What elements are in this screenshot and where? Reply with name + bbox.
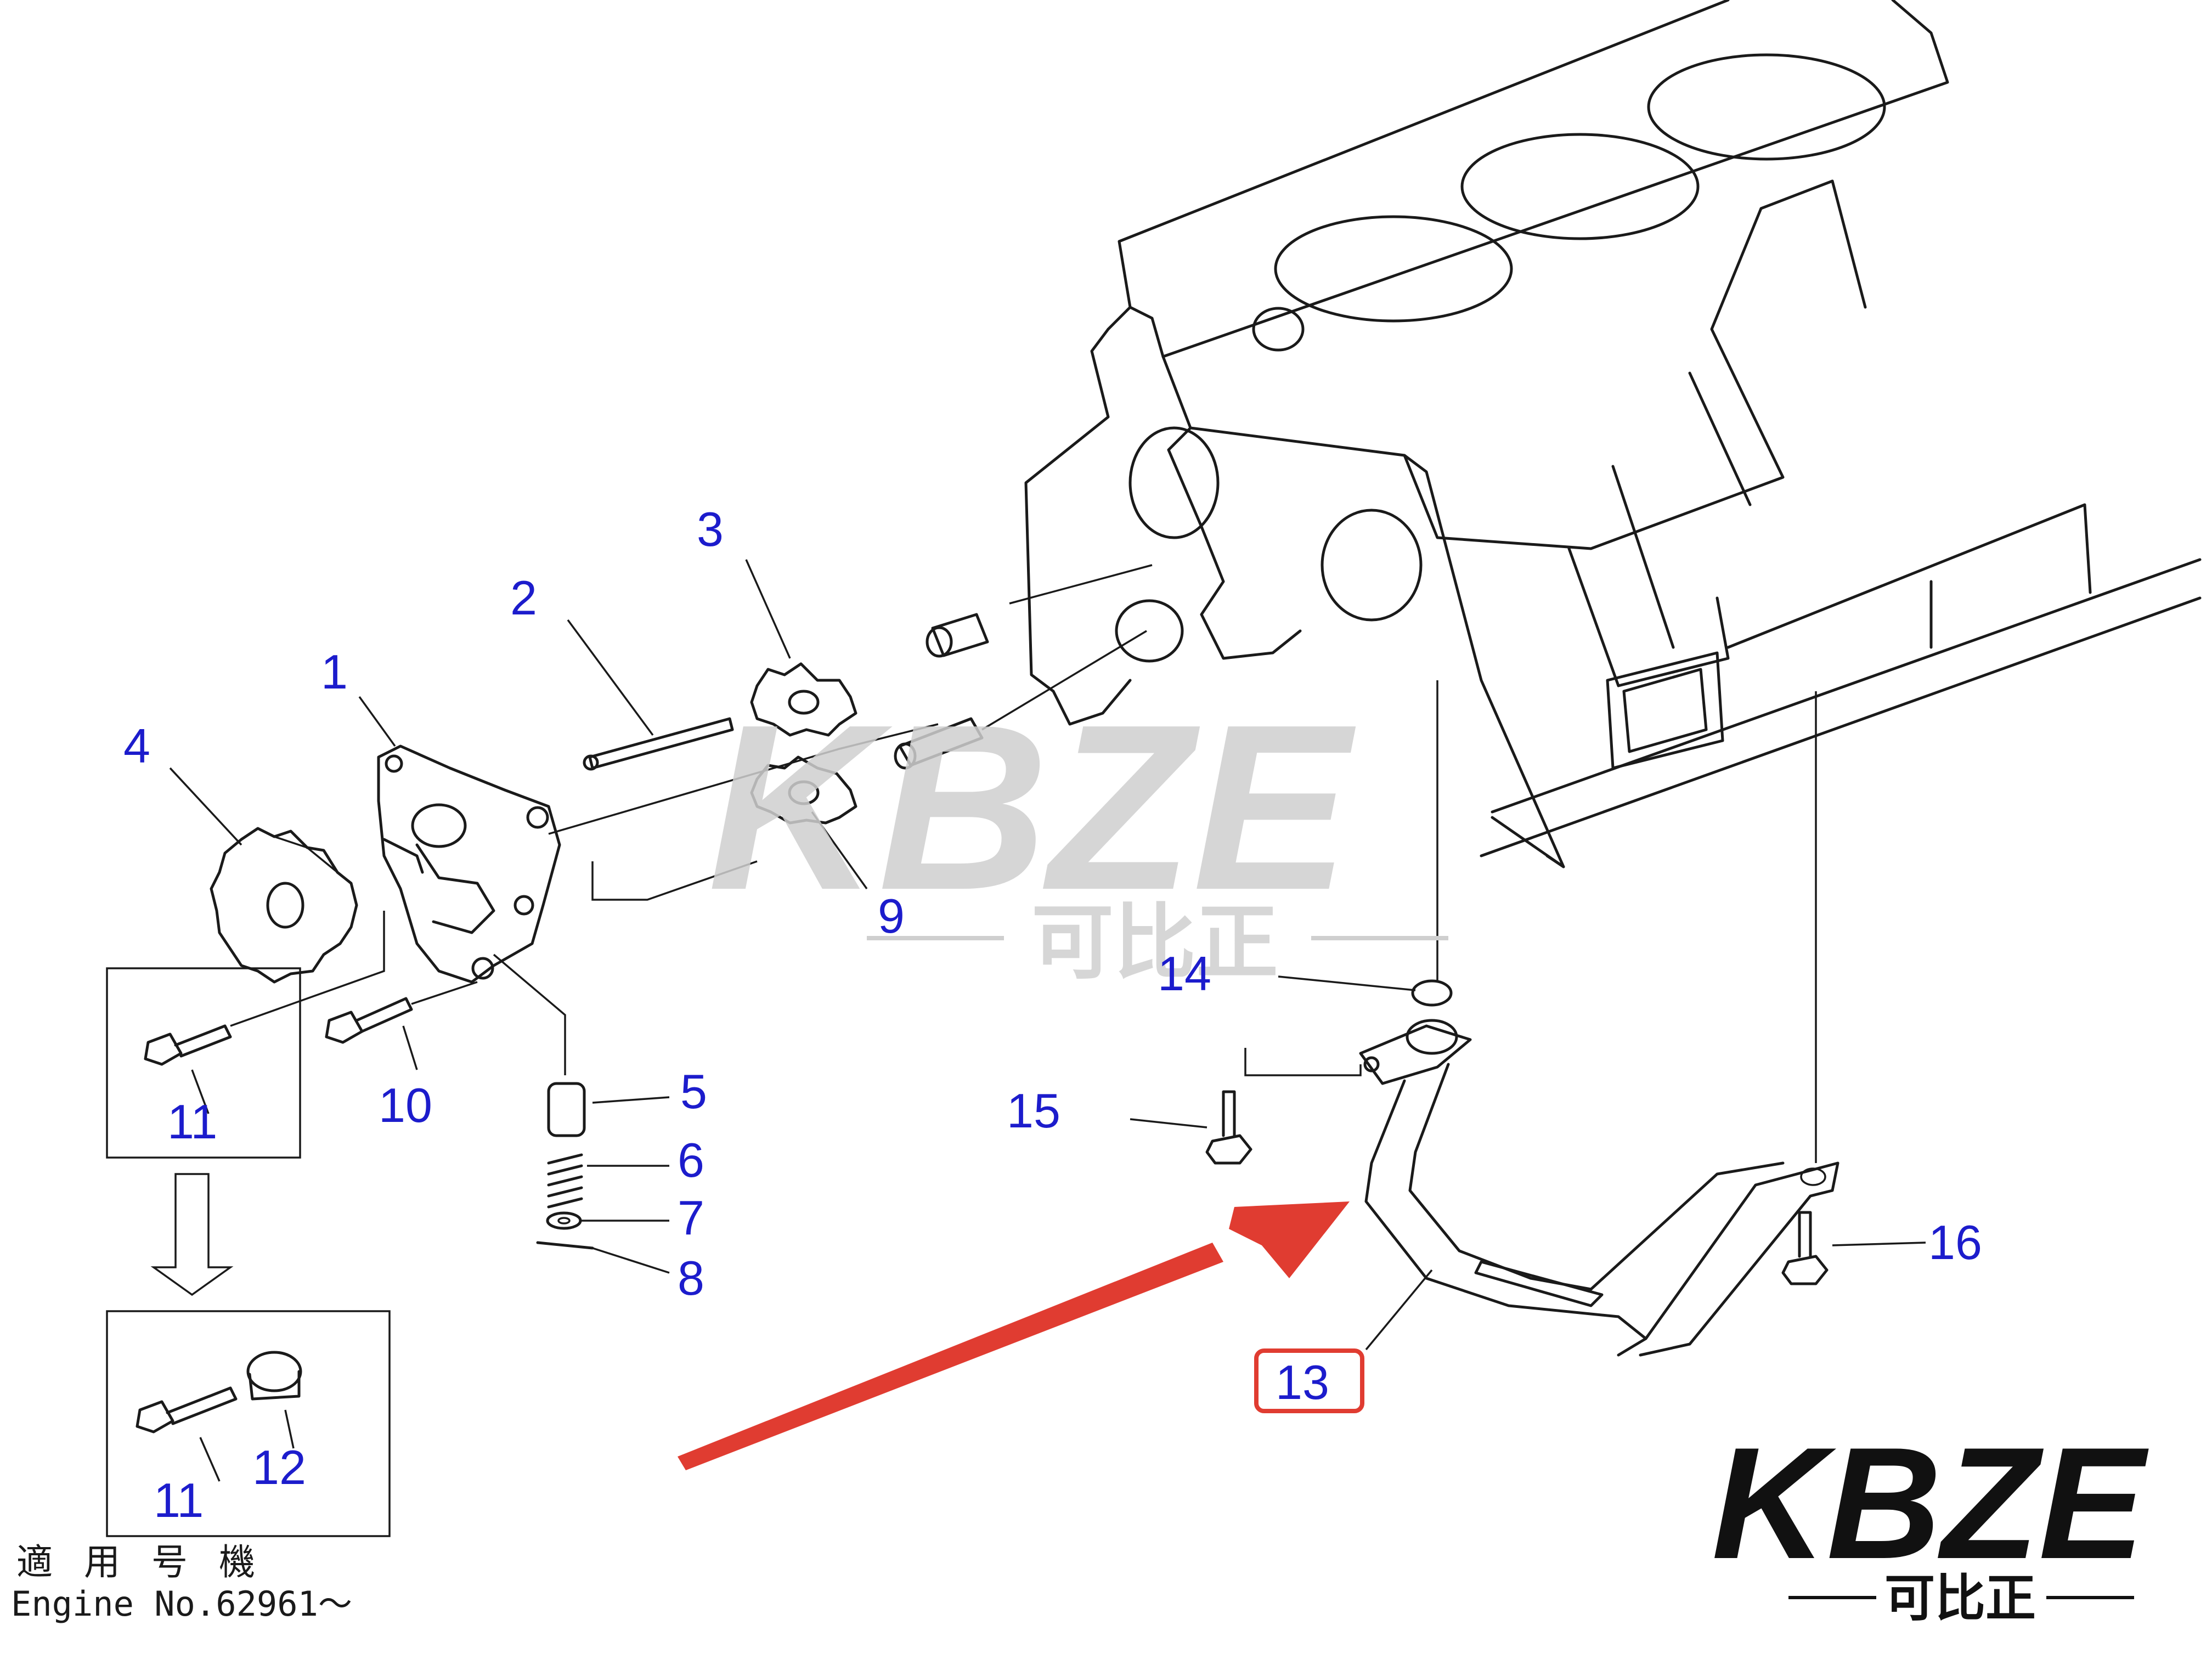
- inner-rotor: [750, 662, 857, 737]
- oil-pump-body: [377, 744, 561, 984]
- part-label-7: 7: [678, 1190, 704, 1245]
- watermark: KBZE 可比正: [708, 676, 1448, 991]
- block-bushing: [548, 564, 1153, 901]
- part-label-6: 6: [678, 1133, 704, 1187]
- part-label-5: 5: [680, 1064, 707, 1119]
- logo-text: KBZE: [1712, 1414, 2151, 1592]
- drive-gear: [210, 827, 358, 984]
- part-label-2: 2: [510, 571, 537, 625]
- part-label-10: 10: [379, 1078, 432, 1132]
- strainer-pipe: [1244, 680, 1839, 1357]
- part-label-13: 13: [1276, 1355, 1329, 1409]
- part-label-12: 12: [252, 1440, 306, 1494]
- part-label-11-top: 11: [167, 1094, 217, 1149]
- highlight-arrow: [678, 1201, 1350, 1470]
- part-labels: 1 2 3 4 5 6 7 8 9 10 11 11 12 13 14 15 1…: [123, 502, 1982, 1527]
- part-label-14: 14: [1158, 946, 1211, 1001]
- part-label-1: 1: [321, 645, 348, 699]
- part-label-4: 4: [123, 719, 150, 773]
- highlight-box-13: [1254, 1348, 1364, 1413]
- strainer-bolts: [1205, 1090, 1829, 1285]
- part-label-15: 15: [1007, 1084, 1060, 1138]
- pump-bolts: [144, 911, 478, 1066]
- pump-shaft: [583, 717, 734, 771]
- engine-block: [1024, 0, 2202, 868]
- note-line-1: 適 用 号 機: [16, 1541, 265, 1583]
- part-label-8: 8: [678, 1251, 704, 1305]
- note-line-2: Engine No.62961～: [11, 1584, 352, 1624]
- brand-logo: KBZE 可比正: [1712, 1414, 2151, 1628]
- logo-subtext: 可比正: [1884, 1569, 2036, 1628]
- watermark-subtext: 可比正: [1031, 895, 1278, 991]
- inset-boxes: [106, 967, 418, 1537]
- relief-valve-parts: [493, 953, 594, 1250]
- part-label-16: 16: [1928, 1215, 1982, 1269]
- applicability-note: 適 用 号 機 Engine No.62961～: [11, 1541, 352, 1624]
- part-label-3: 3: [697, 502, 724, 556]
- part-label-11-bottom: 11: [154, 1473, 204, 1527]
- part-label-9: 9: [878, 889, 905, 943]
- watermark-text: KBZE: [708, 676, 1358, 939]
- label-leaders: [169, 559, 1926, 1351]
